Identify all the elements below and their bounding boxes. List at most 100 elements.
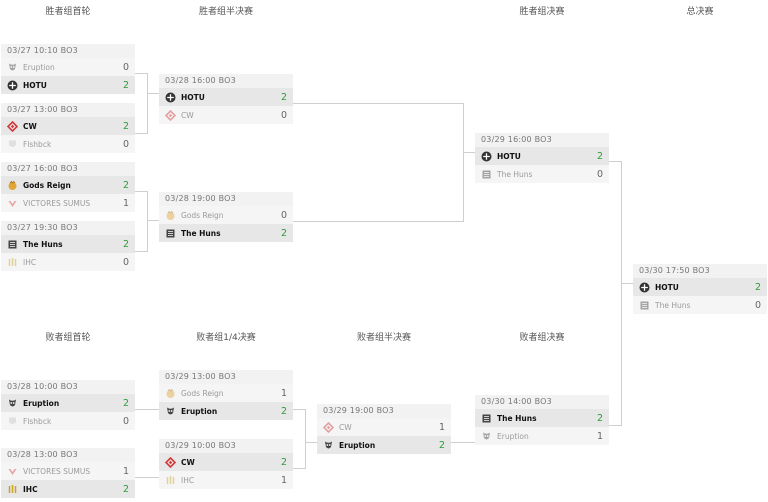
connector [135,73,148,134]
team-name: CW [181,110,194,120]
team-score: 2 [438,439,445,451]
eruption-icon [7,62,18,73]
team-name: Eruption [23,398,60,408]
team-score: 2 [596,150,603,162]
gods-reign-icon [165,388,176,399]
team-name: CW [181,457,195,467]
team-name: Eruption [497,431,529,441]
hotu-icon [481,151,492,162]
team-name: The Huns [181,228,221,238]
team-score: 1 [438,421,445,433]
team-row[interactable]: Eruption 2 [317,436,451,454]
gods-reign-icon [7,180,18,191]
team-name: Eruption [181,406,218,416]
team-score: 0 [122,138,129,150]
team-name: Gods Reign [23,180,71,190]
team-score: 0 [122,61,129,73]
round-title-lb-qf: 败者组1/4决赛 [196,333,256,343]
team-row[interactable]: Eruption 2 [159,402,293,420]
round-title-lb-r1: 败者组首轮 [45,333,91,343]
the-huns-icon [7,239,18,250]
team-name: Eruption [339,440,376,450]
team-score: 2 [754,281,761,293]
match-time: 03/29 10:00 BO3 [165,441,236,450]
match-time: 03/28 10:00 BO3 [7,382,78,391]
the-huns-icon [165,228,176,239]
team-name: The Huns [497,169,533,179]
ihc-icon [165,475,176,486]
round-title-wb-semi: 胜者组半决赛 [198,7,253,17]
team-score: 0 [280,109,287,121]
team-name: IHC [23,257,37,267]
team-name: The Huns [23,239,63,249]
match-time: 03/30 14:00 BO3 [481,397,552,406]
the-huns-icon [481,169,492,180]
team-name: VICTORES SUMUS [23,466,91,476]
team-score: 0 [122,256,129,268]
connector [305,442,317,443]
team-row[interactable]: CW 2 [159,453,293,471]
connector [609,161,622,426]
connector [451,442,475,443]
match-time: 03/29 13:00 BO3 [165,372,236,381]
team-score: 1 [280,387,287,399]
team-row[interactable]: Eruption 1 [475,427,609,445]
team-score: 2 [280,456,287,468]
team-row[interactable]: IHC 0 [1,253,135,271]
team-score: 2 [280,405,287,417]
round-title-wb-final: 胜者组决赛 [519,7,565,17]
team-score: 1 [596,430,603,442]
hotu-icon [639,282,650,293]
team-row[interactable]: CW 0 [159,106,293,124]
team-score: 2 [122,79,129,91]
team-score: 0 [122,415,129,427]
match-time: 03/29 19:00 BO3 [323,406,394,415]
cw-icon [7,120,18,132]
team-row[interactable]: The Huns 2 [159,224,293,242]
team-name: VICTORES SUMUS [23,198,91,208]
team-score: 2 [280,227,287,239]
cw-icon [165,109,176,121]
connector [621,283,633,284]
round-title-wb-r1: 胜者组首轮 [45,7,91,17]
match-time: 03/27 16:00 BO3 [7,164,78,173]
team-score: 2 [122,120,129,132]
team-score: 0 [280,209,287,221]
team-score: 2 [122,483,129,495]
